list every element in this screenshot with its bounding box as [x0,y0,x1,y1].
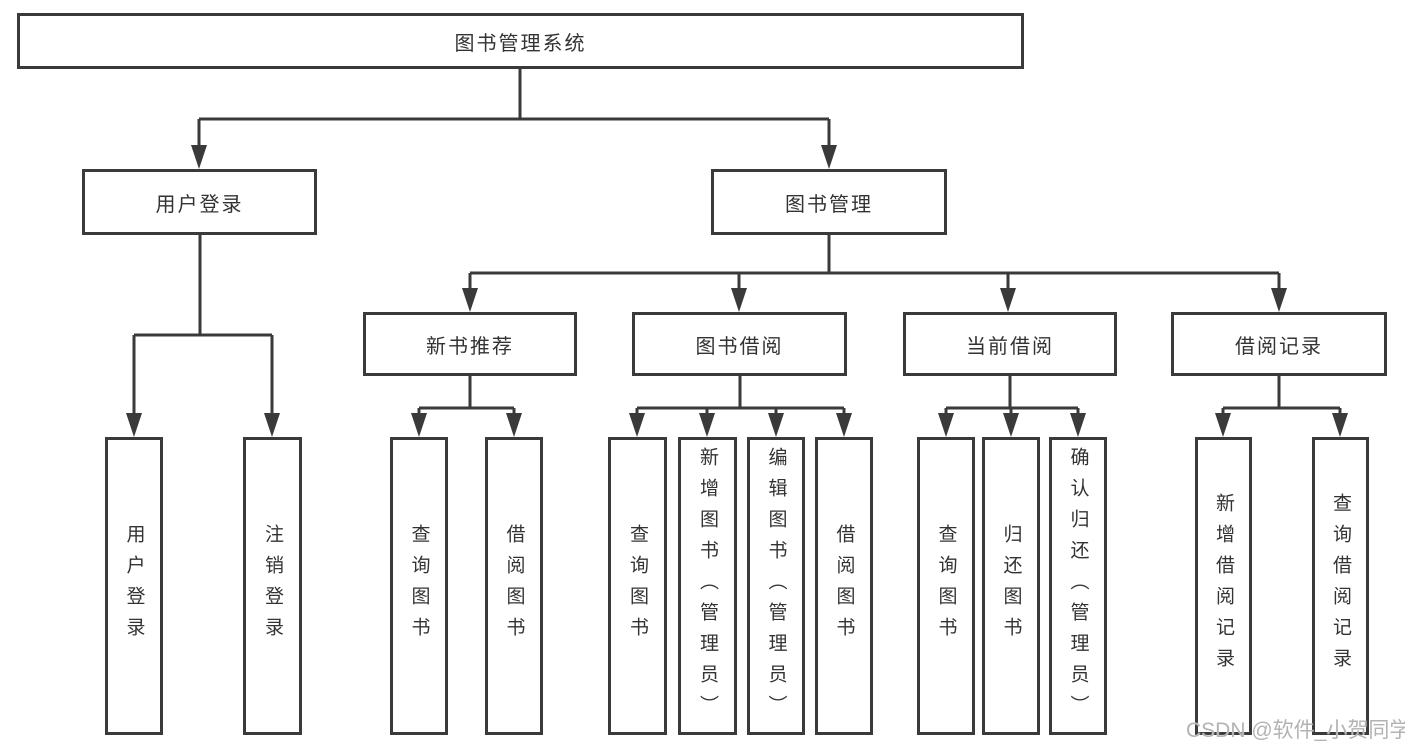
node-edit-books-admin: 编辑图书（管理员） [747,437,805,735]
node-confirm-return-admin: 确认归还（管理员） [1049,437,1107,735]
watermark: CSDN @软件_小贺同学 [1186,719,1405,742]
node-query-books-borrow: 查询图书 [608,437,667,735]
node-book-management: 图书管理 [711,169,947,235]
node-new-book-recommend: 新书推荐 [363,312,577,376]
node-label: 用户登录 [123,524,145,648]
node-query-books-current: 查询图书 [917,437,975,735]
node-query-borrow-record: 查询借阅记录 [1312,437,1369,735]
node-label: 查询图书 [935,524,957,648]
node-label: 借阅图书 [503,524,525,648]
node-label: 新书推荐 [426,335,514,358]
node-add-borrow-record: 新增借阅记录 [1195,437,1252,735]
node-borrow-books-recommend: 借阅图书 [485,437,543,735]
node-label: 编辑图书（管理员） [765,446,787,726]
node-label: 新增借阅记录 [1213,493,1234,679]
node-label: 借阅图书 [833,524,855,648]
node-label: 图书管理 [785,193,873,216]
node-user-login: 用户登录 [105,437,163,735]
node-label: 图书管理系统 [454,32,587,55]
node-root: 图书管理系统 [17,13,1024,69]
node-borrow-records: 借阅记录 [1171,312,1387,376]
node-borrow-books-borrow: 借阅图书 [815,437,873,735]
node-add-books-admin: 新增图书（管理员） [678,437,737,735]
node-label: 查询图书 [408,524,430,648]
node-label: 确认归还（管理员） [1067,446,1089,726]
node-query-books-recommend: 查询图书 [390,437,448,735]
node-label: 归还图书 [1000,524,1022,648]
node-label: 当前借阅 [966,335,1054,358]
node-label: 查询借阅记录 [1330,493,1351,679]
node-label: 借阅记录 [1235,335,1323,358]
node-label: 查询图书 [627,524,648,648]
node-label: 新增图书（管理员） [697,446,718,726]
node-user-login-branch: 用户登录 [82,169,317,235]
node-label: 图书借阅 [695,335,784,358]
node-current-borrowing: 当前借阅 [903,312,1117,376]
node-book-borrowing: 图书借阅 [632,312,847,376]
node-label: 注销登录 [262,524,283,648]
node-logout: 注销登录 [243,437,302,735]
node-return-books: 归还图书 [982,437,1040,735]
node-label: 用户登录 [155,193,244,216]
